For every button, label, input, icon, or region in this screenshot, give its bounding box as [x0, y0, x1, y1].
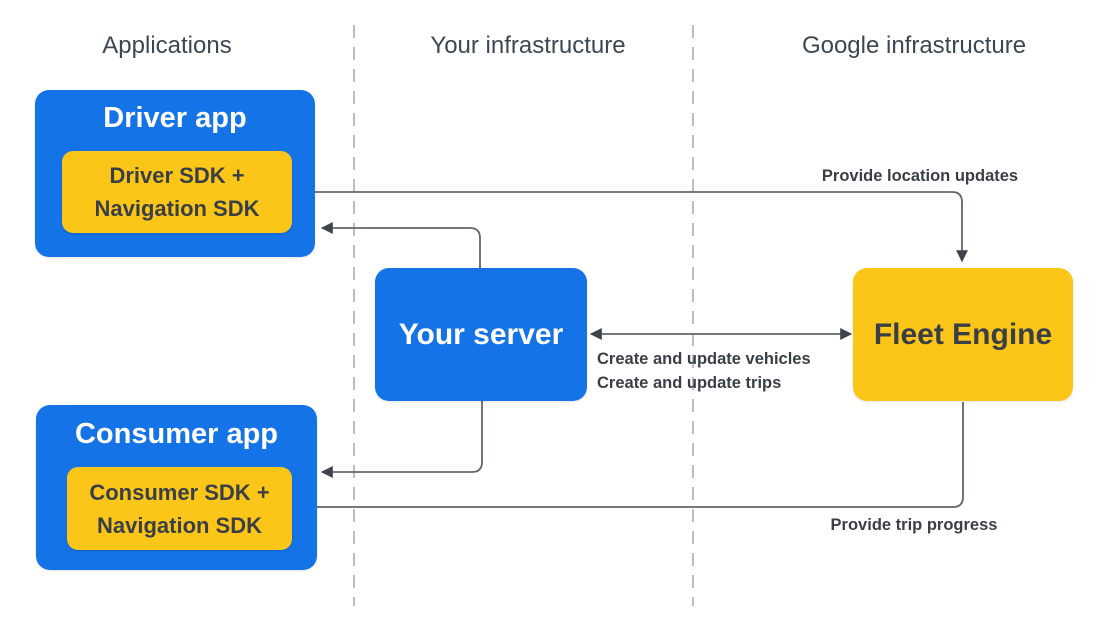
- edge-label-location-updates: Provide location updates: [821, 167, 1019, 185]
- edge-label-trip-progress: Provide trip progress: [830, 516, 998, 534]
- consumer-sdk-line2: Navigation SDK: [96, 512, 263, 538]
- node-consumer-sdk: Consumer SDK + Navigation SDK: [67, 467, 292, 550]
- consumer-app-title: Consumer app: [74, 418, 279, 450]
- arrow-server-to-driver-app: [320, 222, 481, 268]
- column-header-your-infrastructure: Your infrastructure: [430, 32, 626, 59]
- node-consumer-app: Consumer app Consumer SDK + Navigation S…: [36, 405, 317, 570]
- column-header-applications: Applications: [102, 32, 232, 59]
- driver-sdk-line1: Driver SDK +: [109, 163, 245, 188]
- edge-label-create-update-vehicles: Create and update vehicles: [597, 350, 811, 368]
- column-header-google-infrastructure: Google infrastructure: [801, 32, 1027, 59]
- your-server-title: Your server: [398, 317, 564, 351]
- node-fleet-engine: Fleet Engine: [853, 268, 1073, 401]
- node-your-server: Your server: [375, 268, 587, 401]
- edge-label-server-fleet-sync: Create and update vehicles Create and up…: [597, 347, 811, 395]
- arrow-server-to-consumer-app: [320, 401, 483, 478]
- arrow-location-updates: [292, 191, 968, 263]
- node-driver-sdk: Driver SDK + Navigation SDK: [62, 151, 292, 233]
- driver-sdk-line2: Navigation SDK: [94, 196, 260, 221]
- edge-label-create-update-trips: Create and update trips: [597, 374, 782, 392]
- arrow-trip-progress: [293, 402, 964, 513]
- driver-app-title: Driver app: [103, 102, 247, 134]
- consumer-sdk-line1: Consumer SDK +: [89, 479, 270, 505]
- node-driver-app: Driver app Driver SDK + Navigation SDK: [35, 90, 315, 257]
- fleet-engine-title: Fleet Engine: [873, 317, 1053, 351]
